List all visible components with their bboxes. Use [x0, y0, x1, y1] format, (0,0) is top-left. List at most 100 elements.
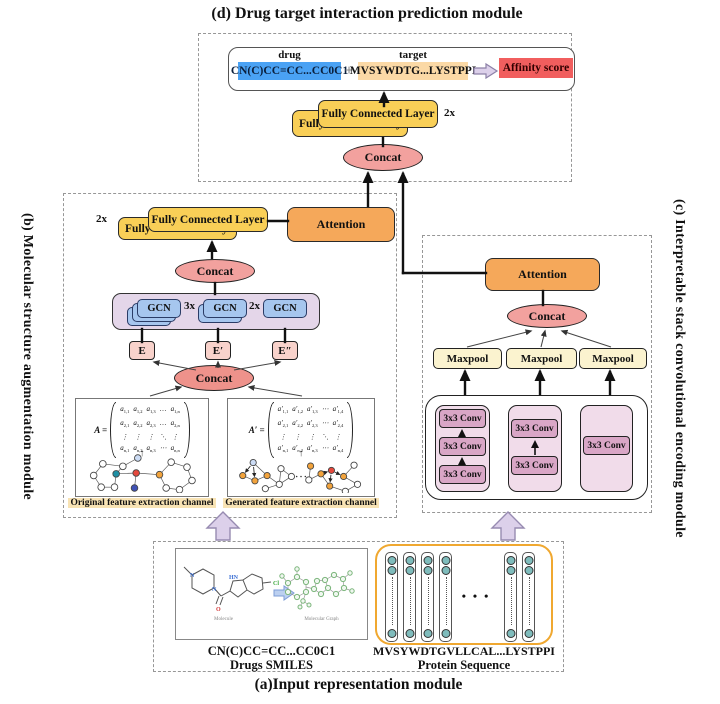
graph-node-o	[307, 462, 315, 470]
graph-node-o	[317, 470, 325, 478]
protein-onehot-column	[421, 552, 434, 642]
protein-onehot-column	[522, 552, 535, 642]
graph-node-w	[350, 461, 358, 469]
encoding-dot	[506, 556, 515, 565]
encoding-dot	[387, 629, 396, 638]
graph-node-w	[175, 485, 184, 493]
embedding-e-dprime: E″	[272, 341, 298, 360]
encoding-dot	[423, 556, 432, 565]
encoding-dot	[387, 566, 396, 575]
encoding-dot	[506, 629, 515, 638]
graph-node-t	[112, 470, 120, 478]
encoding-dot	[405, 629, 414, 638]
graph-node-w	[353, 480, 362, 488]
encoding-dot	[423, 629, 432, 638]
protein-sequence-caption: Protein Sequence	[417, 658, 511, 672]
graph-node-w	[188, 476, 196, 485]
molecule-structure-drawing: N N HN O Cl	[183, 566, 355, 613]
graph-node-o	[326, 482, 334, 490]
conv-3x3: 3x3 Conv	[583, 436, 630, 455]
graph-node-lb	[249, 459, 257, 467]
conv-3x3: 3x3 Conv	[439, 437, 486, 456]
concat-b-upper: Concat	[175, 259, 255, 283]
attention-b: Attention	[287, 207, 395, 242]
svg-text:O: O	[216, 607, 221, 613]
original-molecular-graph	[89, 454, 196, 493]
drug-smiles-caption: Drugs SMILES	[229, 658, 313, 672]
svg-text:N: N	[190, 573, 195, 579]
fc-mult-d: 2x	[444, 107, 455, 119]
io-summary-box: drug CN(C)CC=CC...CC0C1 + target MVSYWDT…	[228, 47, 575, 91]
graph-node-w	[341, 487, 349, 493]
graph-node-o	[239, 472, 247, 480]
right-block-arrow-icon	[473, 62, 499, 80]
module-a-title: (a)Input representation module	[254, 676, 463, 693]
protein-onehot-column	[403, 552, 416, 642]
graph-node-w	[167, 458, 175, 466]
input-to-c-arrow-icon	[490, 511, 526, 541]
encoding-dot	[441, 566, 450, 575]
generated-channel-caption: Generated feature extraction channel	[223, 498, 379, 508]
module-d-frame	[198, 33, 572, 182]
generated-molecular-graph	[239, 459, 362, 493]
fc-layer-d: Fully Connected Layer	[318, 100, 438, 128]
molecular-graph-caption: Molecular Graph	[304, 617, 339, 622]
svg-text:N: N	[212, 587, 217, 593]
graph-node-w	[277, 465, 285, 473]
graph-node-o	[340, 472, 348, 481]
concat-d: Concat	[343, 144, 423, 171]
conv-3x3: 3x3 Conv	[439, 409, 486, 428]
graph-node-w	[97, 483, 105, 491]
conv-3x3: 3x3 Conv	[439, 465, 486, 484]
fc-mult-b: 2x	[96, 213, 107, 225]
module-c-title: (c) Interpretable stack convolutional en…	[672, 198, 687, 538]
conv-3x3: 3x3 Conv	[511, 419, 558, 438]
graph-node-r	[132, 469, 140, 477]
graph-node-w	[287, 472, 296, 481]
encoding-dot	[506, 566, 515, 575]
encoding-dot	[524, 566, 533, 575]
graph-node-o	[155, 470, 164, 479]
graph-node-r	[327, 466, 336, 474]
graph-node-w	[261, 485, 269, 493]
svg-text:HN: HN	[229, 575, 239, 581]
svg-text:Cl: Cl	[273, 581, 279, 587]
graph-node-lb	[134, 454, 142, 462]
embedding-e: E	[129, 341, 155, 360]
matrix-lhs: A′ =	[248, 425, 265, 435]
conv-3x3: 3x3 Conv	[511, 456, 558, 475]
molecule-to-graph-arrow-icon	[273, 585, 295, 601]
module-b-title: (b) Molecular structure augmentation mod…	[20, 212, 35, 500]
protein-sequence-value: MVSYWDTGVLLCAL...LYSTPPI	[373, 644, 555, 658]
encoding-dot	[405, 566, 414, 575]
fc-layer-b: Fully Connected Layer	[148, 207, 268, 232]
affinity-score-chip: Affinity score	[499, 58, 573, 78]
attention-c: Attention	[485, 258, 600, 291]
graph-node-w	[305, 476, 313, 484]
original-channel-caption: Original feature extraction channel	[68, 498, 216, 508]
concat-b-lower: Concat	[174, 365, 254, 391]
graph-node-w	[183, 463, 191, 471]
ellipsis-dots: • • •	[461, 588, 491, 603]
maxpool-3: Maxpool	[579, 348, 647, 369]
plus-sign: +	[344, 62, 354, 79]
target-label: target	[398, 48, 428, 61]
gcn-mult-2: 2x	[249, 300, 260, 312]
graph-node-w	[275, 480, 283, 488]
module-c-frame	[422, 235, 652, 513]
maxpool-1: Maxpool	[433, 348, 502, 369]
embedding-e-prime: E′	[205, 341, 231, 360]
protein-onehot-column	[439, 552, 452, 642]
drug-smiles-value: CN(C)CC=CC...CC0C1	[207, 644, 336, 658]
graph-node-o	[251, 477, 259, 485]
molecule-caption: Molecule	[214, 617, 233, 622]
encoding-dot	[524, 556, 533, 565]
graph-node-w	[162, 484, 170, 492]
encoding-dot	[441, 629, 450, 638]
graph-node-o	[263, 472, 271, 480]
encoding-dot	[441, 556, 450, 565]
